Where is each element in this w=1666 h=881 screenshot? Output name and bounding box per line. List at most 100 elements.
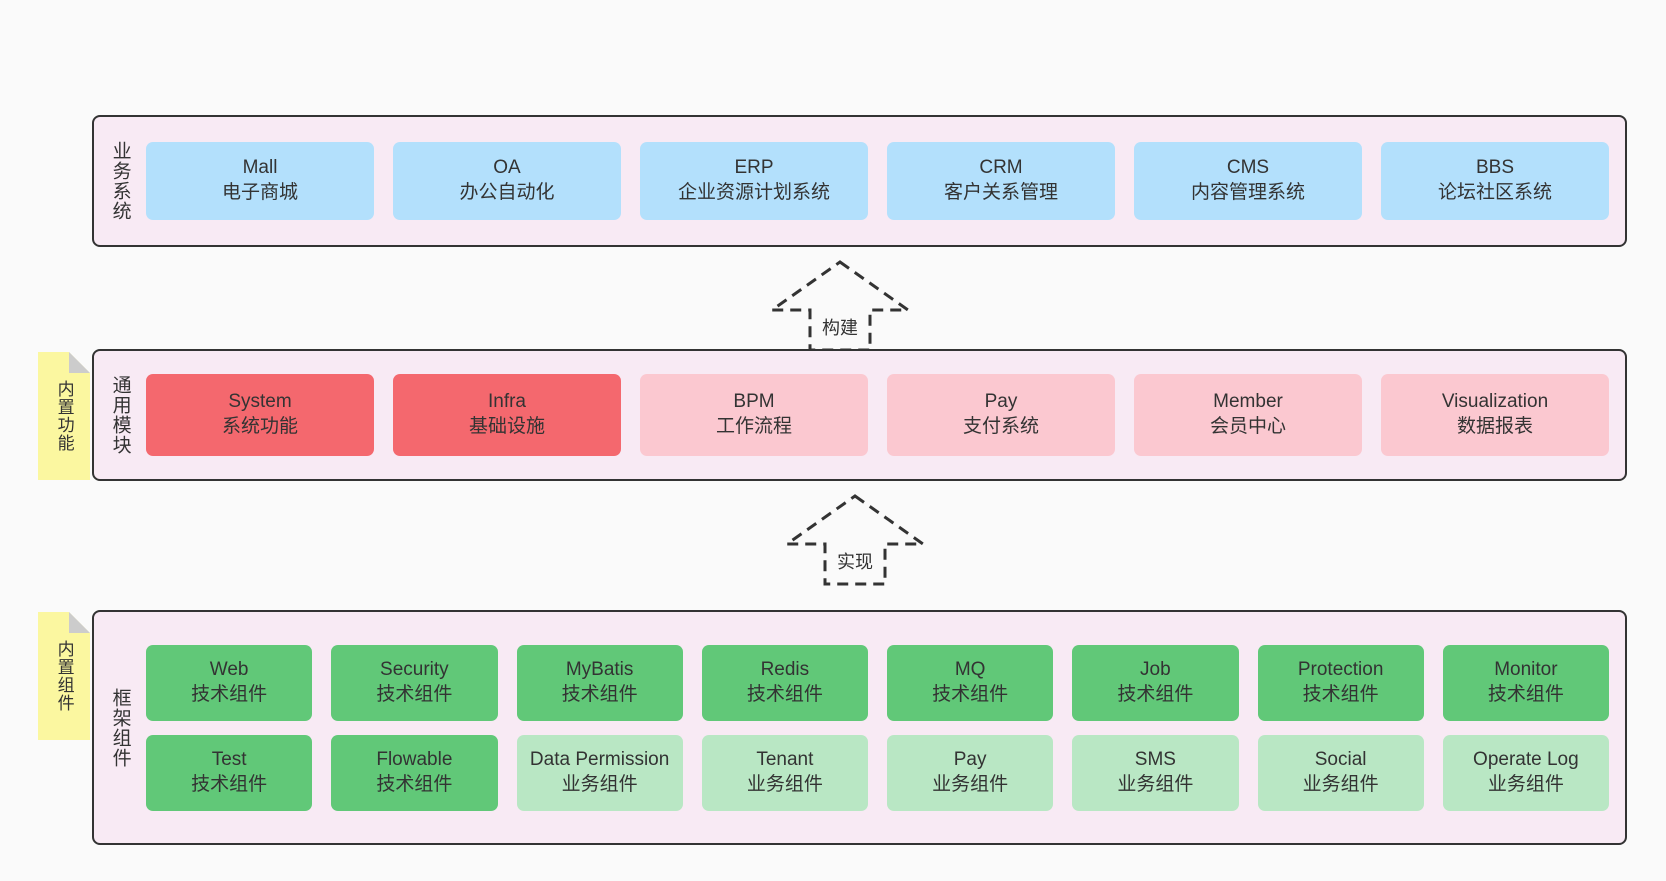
node-name: Operate Log (1473, 748, 1579, 770)
node-name: Monitor (1494, 658, 1558, 680)
node-desc: 业务组件 (746, 773, 823, 795)
node-name: Test (211, 748, 247, 770)
arrow-up-outline-icon (767, 260, 913, 352)
node-desc: 工作流程 (715, 416, 792, 437)
layer-title-common-module: 通用模块 (109, 375, 131, 455)
note-builtin-features: 内置功能 (38, 352, 90, 480)
node-desc: 技术组件 (561, 683, 638, 705)
node-crm[interactable]: CRM 客户关系管理 (887, 142, 1115, 220)
node-name: MQ (954, 658, 986, 680)
node-name: Data Permission (529, 748, 670, 770)
node-desc: 业务组件 (561, 773, 638, 795)
arrow-up-outline-icon (782, 494, 928, 586)
node-name: SMS (1134, 748, 1176, 770)
node-desc: 技术组件 (1302, 683, 1379, 705)
node-web[interactable]: Web 技术组件 (146, 644, 313, 721)
node-bbs[interactable]: BBS 论坛社区系统 (1381, 142, 1609, 220)
node-desc: 论坛社区系统 (1437, 182, 1552, 203)
node-test[interactable]: Test 技术组件 (146, 734, 313, 811)
layer-title-framework-component: 框架组件 (109, 687, 131, 768)
node-name: Social (1314, 748, 1367, 770)
node-name: Redis (760, 658, 810, 680)
node-pay[interactable]: Pay 支付系统 (887, 374, 1115, 456)
note-label: 内置组件 (54, 640, 74, 712)
node-name: Tenant (756, 748, 814, 770)
node-desc: 电子商城 (221, 182, 298, 203)
node-desc: 业务组件 (932, 773, 1009, 795)
node-desc: 技术组件 (932, 683, 1009, 705)
node-protection[interactable]: Protection 技术组件 (1257, 644, 1424, 721)
node-tenant[interactable]: Tenant 业务组件 (701, 734, 868, 811)
node-name: ERP (734, 157, 774, 179)
node-desc: 内容管理系统 (1190, 182, 1305, 203)
node-row: Web 技术组件 Security 技术组件 MyBatis 技术组件 Redi… (146, 644, 1609, 721)
node-desc: 业务组件 (1487, 773, 1564, 795)
node-redis[interactable]: Redis 技术组件 (701, 644, 868, 721)
node-name: System (228, 391, 292, 413)
node-desc: 技术组件 (746, 683, 823, 705)
node-mybatis[interactable]: MyBatis 技术组件 (516, 644, 683, 721)
node-name: Flowable (376, 748, 453, 770)
node-job[interactable]: Job 技术组件 (1072, 644, 1239, 721)
node-name: CMS (1226, 157, 1270, 179)
node-name: Member (1213, 391, 1283, 413)
node-sms[interactable]: SMS 业务组件 (1072, 734, 1239, 811)
node-desc: 业务组件 (1302, 773, 1379, 795)
node-flowable[interactable]: Flowable 技术组件 (331, 734, 498, 811)
node-name: Job (1140, 658, 1171, 680)
node-desc: 技术组件 (376, 773, 453, 795)
node-mq[interactable]: MQ 技术组件 (887, 644, 1054, 721)
node-desc: 技术组件 (191, 773, 268, 795)
node-name: CRM (979, 157, 1023, 179)
node-name: Pay (984, 391, 1018, 413)
node-desc: 技术组件 (376, 683, 453, 705)
node-operate-log[interactable]: Operate Log 业务组件 (1442, 734, 1609, 811)
node-security[interactable]: Security 技术组件 (331, 644, 498, 721)
node-data-permission[interactable]: Data Permission 业务组件 (516, 734, 683, 811)
node-name: Mall (242, 157, 278, 179)
layer-common-module: 通用模块 System 系统功能 Infra 基础设施 BPM 工作流程 Pay… (92, 349, 1627, 481)
node-desc: 系统功能 (221, 416, 298, 437)
node-name: Security (380, 658, 449, 680)
note-builtin-components: 内置组件 (38, 612, 90, 740)
node-infra[interactable]: Infra 基础设施 (393, 374, 621, 456)
node-member[interactable]: Member 会员中心 (1134, 374, 1362, 456)
node-monitor[interactable]: Monitor 技术组件 (1442, 644, 1609, 721)
node-desc: 数据报表 (1456, 416, 1533, 437)
node-name: MyBatis (565, 658, 634, 680)
node-name: Pay (953, 748, 987, 770)
layer-body-common-module: System 系统功能 Infra 基础设施 BPM 工作流程 Pay 支付系统… (146, 351, 1625, 479)
note-label: 内置功能 (54, 380, 74, 452)
node-name: Infra (487, 391, 527, 413)
node-desc: 技术组件 (191, 683, 268, 705)
node-pay-component[interactable]: Pay 业务组件 (887, 734, 1054, 811)
connector-label: 实现 (837, 552, 873, 572)
connector-implement: 实现 (775, 492, 935, 588)
node-bpm[interactable]: BPM 工作流程 (640, 374, 868, 456)
node-name: BBS (1475, 157, 1515, 179)
layer-business-system: 业务系统 Mall 电子商城 OA 办公自动化 ERP 企业资源计划系统 CRM… (92, 115, 1627, 247)
node-desc: 基础设施 (468, 416, 545, 437)
node-desc: 办公自动化 (459, 182, 555, 203)
node-row: Test 技术组件 Flowable 技术组件 Data Permission … (146, 734, 1609, 811)
connector-build: 构建 (760, 258, 920, 354)
node-name: BPM (733, 391, 775, 413)
node-desc: 支付系统 (962, 416, 1039, 437)
node-oa[interactable]: OA 办公自动化 (393, 142, 621, 220)
node-mall[interactable]: Mall 电子商城 (146, 142, 374, 220)
layer-body-business-system: Mall 电子商城 OA 办公自动化 ERP 企业资源计划系统 CRM 客户关系… (146, 117, 1625, 245)
node-desc: 技术组件 (1117, 683, 1194, 705)
node-desc: 技术组件 (1487, 683, 1564, 705)
node-name: Visualization (1441, 391, 1549, 413)
node-erp[interactable]: ERP 企业资源计划系统 (640, 142, 868, 220)
node-row: Mall 电子商城 OA 办公自动化 ERP 企业资源计划系统 CRM 客户关系… (146, 142, 1609, 220)
node-desc: 企业资源计划系统 (677, 182, 830, 203)
connector-label: 构建 (822, 318, 858, 338)
node-visualization[interactable]: Visualization 数据报表 (1381, 374, 1609, 456)
layer-title-business-system: 业务系统 (109, 141, 131, 221)
node-desc: 客户关系管理 (943, 182, 1058, 203)
node-cms[interactable]: CMS 内容管理系统 (1134, 142, 1362, 220)
node-system[interactable]: System 系统功能 (146, 374, 374, 456)
node-social[interactable]: Social 业务组件 (1257, 734, 1424, 811)
